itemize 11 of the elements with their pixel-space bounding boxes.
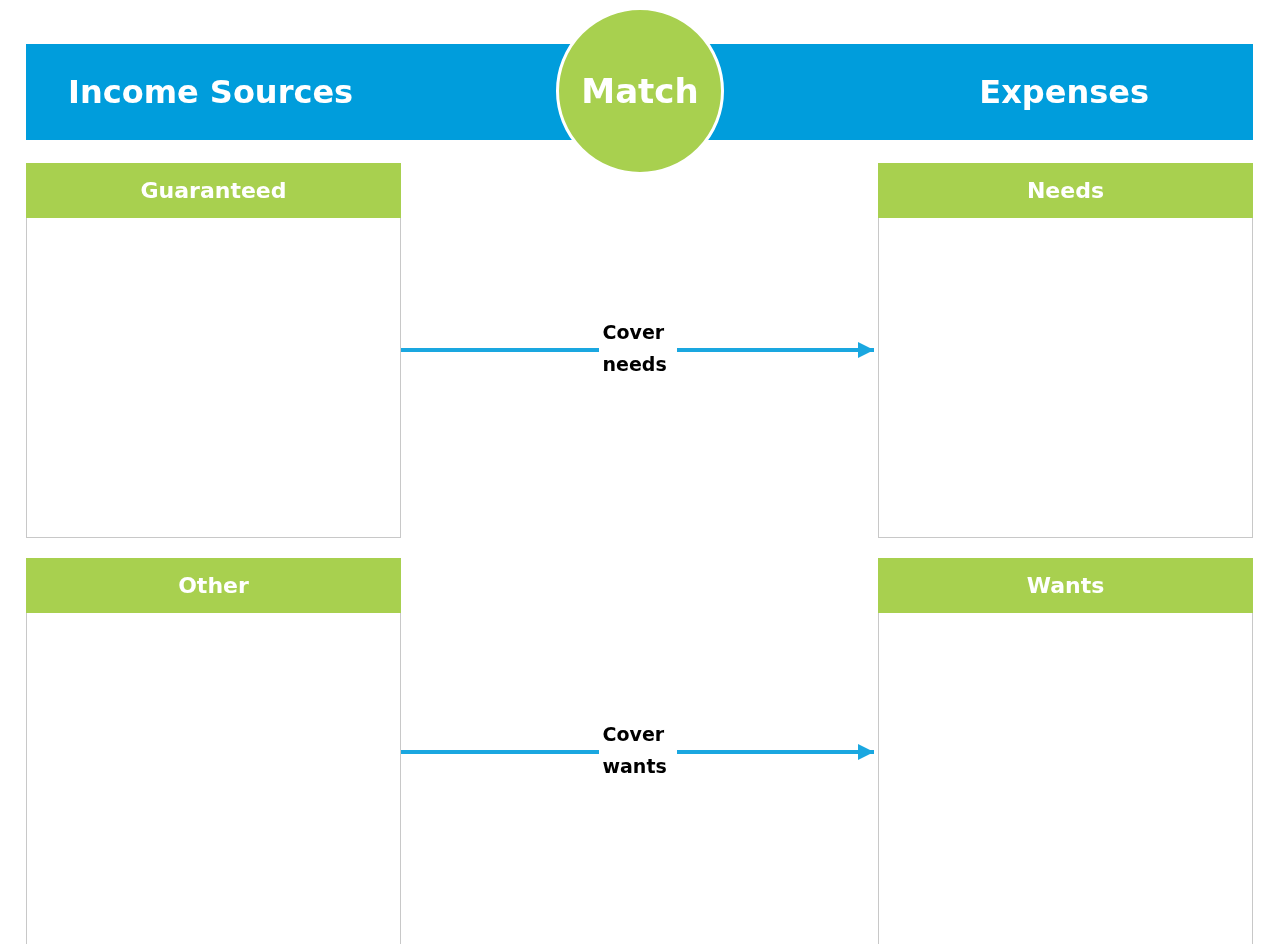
panel-header: Guaranteed [26,163,401,218]
category-panel [878,163,1253,538]
category-panel [878,558,1253,944]
section-heading: Expenses [979,73,1149,111]
section-heading: Income Sources [68,73,354,111]
panel-header: Other [26,558,401,613]
panel-header: Needs [878,163,1253,218]
category-panel [26,163,401,538]
panel-header: Wants [878,558,1253,613]
category-panel [26,558,401,944]
circle-label: Match [581,71,699,111]
